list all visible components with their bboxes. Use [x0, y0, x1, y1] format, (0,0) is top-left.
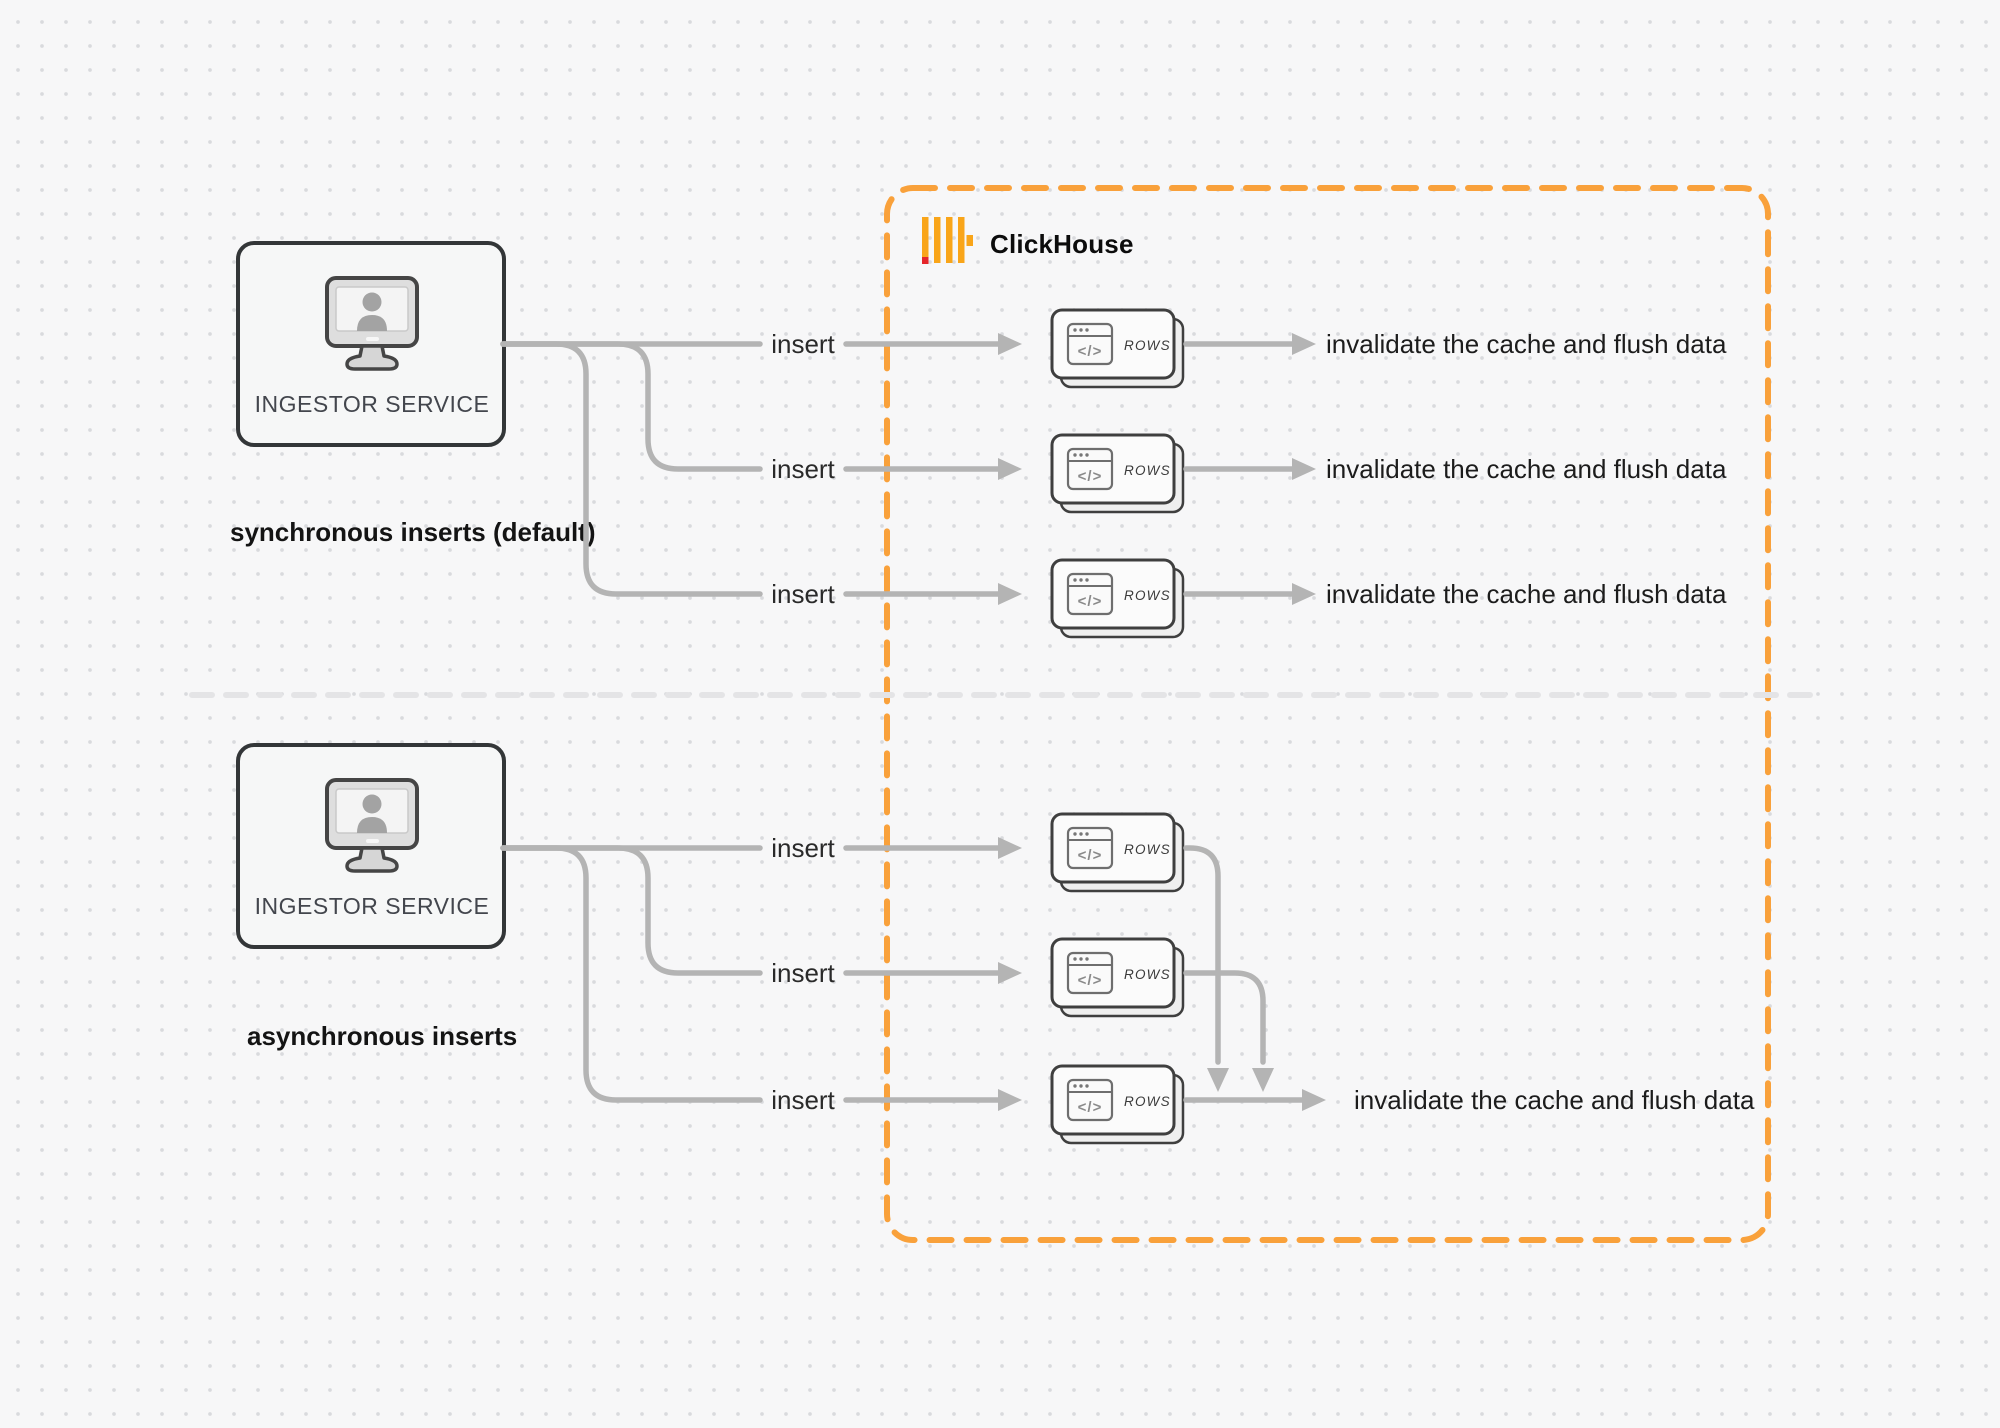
insert-edge-label: insert [771, 579, 835, 609]
rows-label: ROWS [1124, 463, 1171, 478]
rows-node: </> ROWS [1050, 308, 1185, 389]
invalidate-label: invalidate the cache and flush data [1326, 579, 1727, 609]
insert-edge-label: insert [771, 958, 835, 988]
rows-node: </> ROWS [1050, 1064, 1185, 1145]
rows-label: ROWS [1124, 967, 1171, 982]
clickhouse-title: ClickHouse [990, 229, 1134, 259]
ingestor-label: INGESTOR SERVICE [255, 893, 490, 919]
logo-bar-icon [946, 217, 953, 263]
sync-result-connectors [1183, 333, 1316, 605]
logo-bar-icon [934, 217, 941, 263]
rows-node: </> ROWS [1050, 937, 1185, 1018]
code-glyph: </> [1078, 343, 1103, 360]
rows-node: </> ROWS [1050, 812, 1185, 893]
rows-label: ROWS [1124, 338, 1171, 353]
logo-bar-icon [966, 235, 973, 246]
code-glyph: </> [1078, 1099, 1103, 1116]
async-ingestor-node: INGESTOR SERVICE [236, 743, 506, 949]
clickhouse-logo: ClickHouse [922, 217, 1134, 264]
async-connectors [500, 837, 1022, 1111]
logo-bar-icon [958, 217, 965, 263]
rows-node: </> ROWS [1050, 558, 1185, 639]
sync-ingestor-node: INGESTOR SERVICE [236, 241, 506, 447]
code-glyph: </> [1078, 847, 1103, 864]
sync-caption: synchronous inserts (default) [230, 517, 596, 547]
invalidate-label: invalidate the cache and flush data [1326, 329, 1727, 359]
code-glyph: </> [1078, 972, 1103, 989]
async-flush-connectors [1183, 845, 1326, 1111]
rows-node: </> ROWS [1050, 433, 1185, 514]
rows-label: ROWS [1124, 1094, 1171, 1109]
rows-label: ROWS [1124, 842, 1171, 857]
rows-label: ROWS [1124, 588, 1171, 603]
logo-bar-icon [922, 217, 929, 257]
insert-edge-label: insert [771, 454, 835, 484]
logo-red-pixel-icon [922, 257, 929, 264]
ingestor-label: INGESTOR SERVICE [255, 391, 490, 417]
invalidate-label: invalidate the cache and flush data [1326, 454, 1727, 484]
sync-connectors [500, 333, 1022, 605]
code-glyph: </> [1078, 468, 1103, 485]
insert-edge-label: insert [771, 833, 835, 863]
insert-edge-label: insert [771, 329, 835, 359]
invalidate-label: invalidate the cache and flush data [1354, 1085, 1755, 1115]
insert-edge-label: insert [771, 1085, 835, 1115]
clickhouse-dashed-boundary [884, 185, 1771, 1243]
code-glyph: </> [1078, 593, 1103, 610]
async-caption: asynchronous inserts [247, 1021, 517, 1051]
